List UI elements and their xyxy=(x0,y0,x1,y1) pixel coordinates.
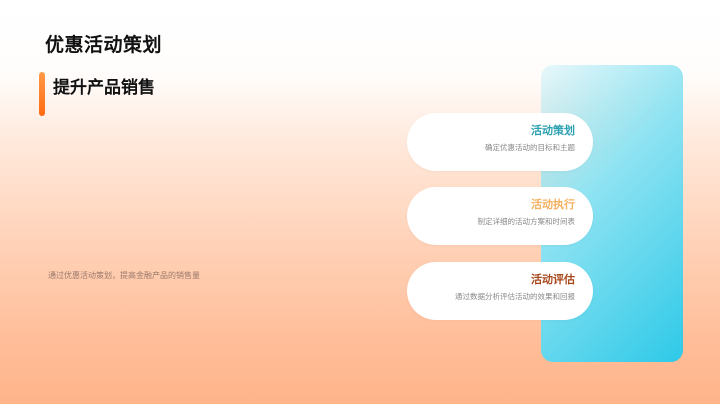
step-desc: 制定详细的活动方案和时间表 xyxy=(477,217,576,226)
step-desc: 确定优惠活动的目标和主题 xyxy=(485,143,575,152)
step-title: 活动评估 xyxy=(531,273,575,286)
page-title: 优惠活动策划 xyxy=(45,34,163,56)
step-title: 活动策划 xyxy=(531,124,575,137)
step-card-execution: 活动执行 制定详细的活动方案和时间表 xyxy=(407,187,593,245)
step-desc: 通过数据分析评估活动的效果和回报 xyxy=(455,292,575,301)
step-title: 活动执行 xyxy=(531,198,575,211)
step-card-evaluation: 活动评估 通过数据分析评估活动的效果和回报 xyxy=(407,262,593,320)
page-subtitle: 提升产品销售 xyxy=(53,78,155,98)
accent-bar xyxy=(39,72,45,116)
step-card-planning: 活动策划 确定优惠活动的目标和主题 xyxy=(407,113,593,171)
description-text: 通过优惠活动策划，提高金融产品的销售量 xyxy=(48,271,200,280)
